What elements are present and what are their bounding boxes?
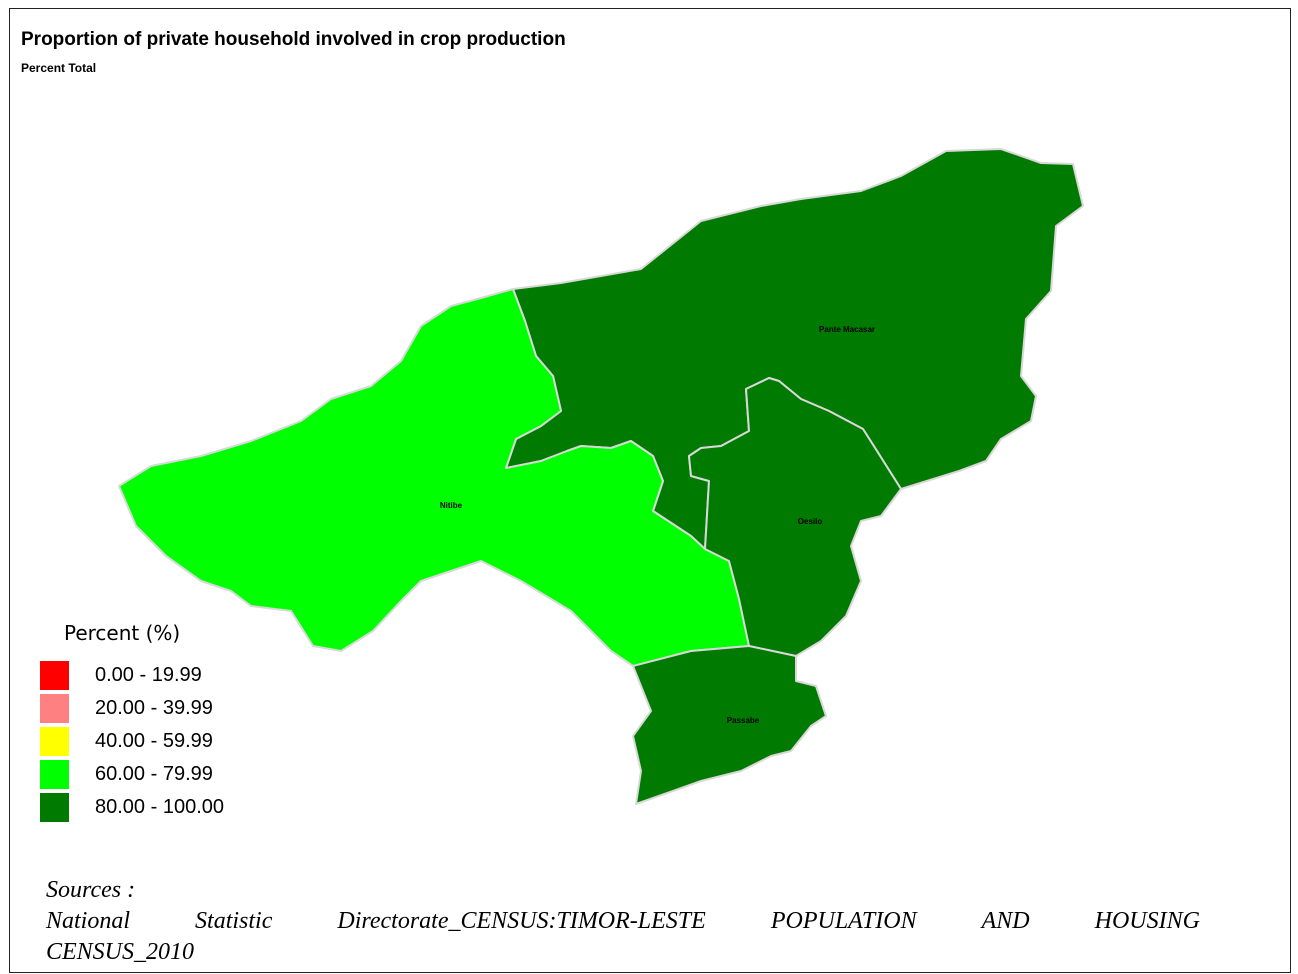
legend-label: 0.00 - 19.99 (95, 664, 202, 686)
region-oesilo[interactable] (688, 377, 902, 657)
legend-swatch (40, 661, 69, 690)
sources-line-1: National Statistic Directorate_CENSUS:TI… (46, 906, 1200, 937)
region-passabe[interactable] (632, 645, 827, 805)
map-title: Proportion of private household involved… (21, 29, 566, 50)
legend-label: 20.00 - 39.99 (95, 697, 213, 719)
label-oesilo: Oesilo (798, 517, 823, 526)
legend-swatch (40, 760, 69, 789)
map-subtitle: Percent Total (21, 61, 97, 75)
sources-word: Statistic (195, 908, 273, 934)
legend-swatch (40, 694, 69, 723)
region-nitibe[interactable] (118, 288, 750, 667)
legend-item: 40.00 - 59.99 (40, 725, 224, 758)
legend-swatch (40, 727, 69, 756)
choropleth-map: Pante Macasar Nitibe Oesilo Passabe (118, 148, 1084, 805)
legend-item: 0.00 - 19.99 (40, 659, 224, 692)
sources-word: National (46, 908, 131, 934)
sources-word: Directorate_CENSUS:TIMOR-LESTE (337, 908, 706, 934)
legend-label: 60.00 - 79.99 (95, 763, 213, 785)
sources: Sources : National Statistic Directorate… (46, 875, 1200, 968)
sources-word: POPULATION (770, 908, 917, 934)
legend-label: 80.00 - 100.00 (95, 796, 224, 818)
legend-swatch (40, 793, 69, 822)
label-passabe: Passabe (727, 716, 760, 725)
sources-heading: Sources : (46, 877, 136, 903)
legend-label: 40.00 - 59.99 (95, 730, 213, 752)
map-frame: Proportion of private household involved… (9, 8, 1291, 973)
sources-word: AND (981, 908, 1030, 934)
label-pante-macasar: Pante Macasar (819, 325, 875, 334)
sources-line-2: CENSUS_2010 (46, 939, 195, 965)
label-nitibe: Nitibe (440, 501, 463, 510)
legend-title: Percent (%) (64, 621, 181, 645)
legend: Percent (%) 0.00 - 19.99 20.00 - 39.99 4… (40, 621, 224, 824)
legend-item: 80.00 - 100.00 (40, 791, 224, 824)
legend-item: 20.00 - 39.99 (40, 692, 224, 725)
legend-item: 60.00 - 79.99 (40, 758, 224, 791)
sources-word: HOUSING (1094, 908, 1200, 934)
